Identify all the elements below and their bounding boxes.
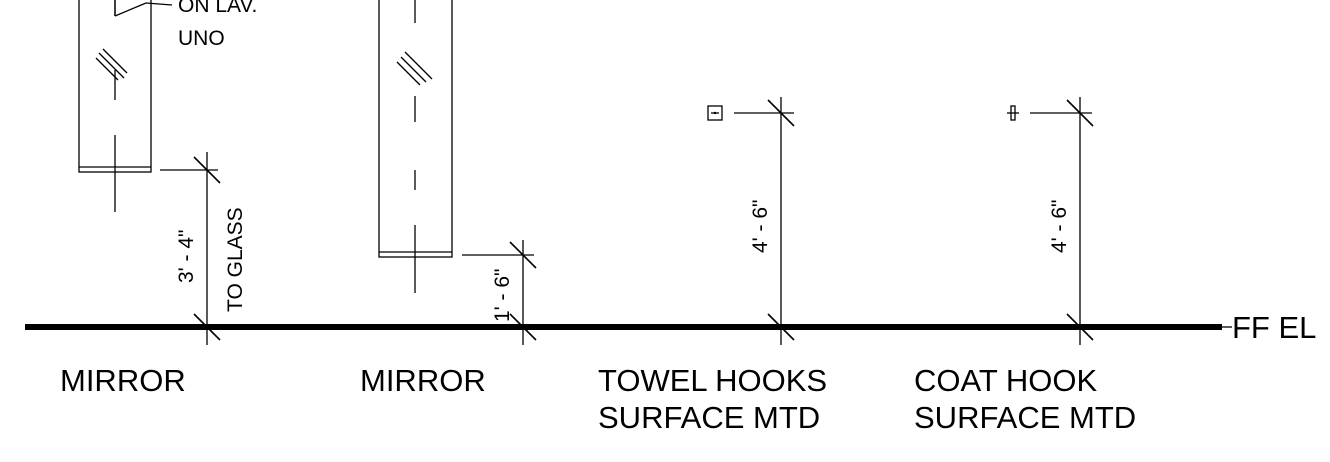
- dimension-towel-hooks-tick-bottom: [767, 313, 795, 341]
- mirror-1: [78, 0, 152, 212]
- dimension-mirror-1-value: 3' - 4": [175, 230, 198, 283]
- dimension-mirror-1-tick-bottom: [193, 313, 221, 341]
- towel-hook-symbol: [707, 105, 723, 121]
- note-callout: ON LAV. UNO: [114, 0, 257, 50]
- mirror-2-glass-hatch: [396, 51, 433, 86]
- label-towel-hooks-line-1: TOWEL HOOKS: [598, 363, 827, 398]
- dimension-mirror-1-note: TO GLASS: [224, 207, 247, 312]
- label-coat-hook-line-2: SURFACE MTD: [914, 400, 1136, 435]
- dimension-mirror-2-tick-bottom: [509, 313, 537, 341]
- note-line-1: ON LAV.: [178, 0, 257, 17]
- dimension-towel-hooks-tick-top: [767, 99, 795, 127]
- dimension-towel-hooks: 4' - 6": [734, 97, 795, 345]
- dimension-mirror-2-value: 1' - 6": [491, 269, 514, 322]
- dimension-mirror-1: 3' - 4" TO GLASS: [160, 152, 247, 345]
- label-mirror-1: MIRROR: [60, 363, 186, 398]
- mirror-2: [378, 0, 453, 293]
- note-leader-horizontal: [114, 2, 147, 17]
- mirror-1-glass-hatch: [95, 48, 128, 81]
- label-coat-hook-line-1: COAT HOOK: [914, 363, 1097, 398]
- finish-floor-label: FF EL: [1232, 310, 1316, 345]
- label-mirror-2: MIRROR: [360, 363, 486, 398]
- dimension-coat-hook-tick-top: [1066, 99, 1094, 127]
- dimension-mirror-1-tick-top: [193, 156, 221, 184]
- dimension-mirror-2: 1' - 6": [462, 240, 537, 345]
- dimension-coat-hook-tick-bottom: [1066, 313, 1094, 341]
- note-line-2: UNO: [178, 27, 225, 50]
- label-towel-hooks-line-2: SURFACE MTD: [598, 400, 820, 435]
- coat-hook-symbol: [1007, 105, 1019, 121]
- mirror-2-frame: [378, 0, 453, 258]
- dimension-coat-hook-value: 4' - 6": [1048, 200, 1071, 253]
- dimension-coat-hook: 4' - 6": [1030, 97, 1094, 345]
- note-leader-diagonal: [145, 2, 173, 6]
- dimension-towel-hooks-value: 4' - 6": [749, 200, 772, 253]
- dimension-mirror-2-tick-top: [509, 241, 537, 269]
